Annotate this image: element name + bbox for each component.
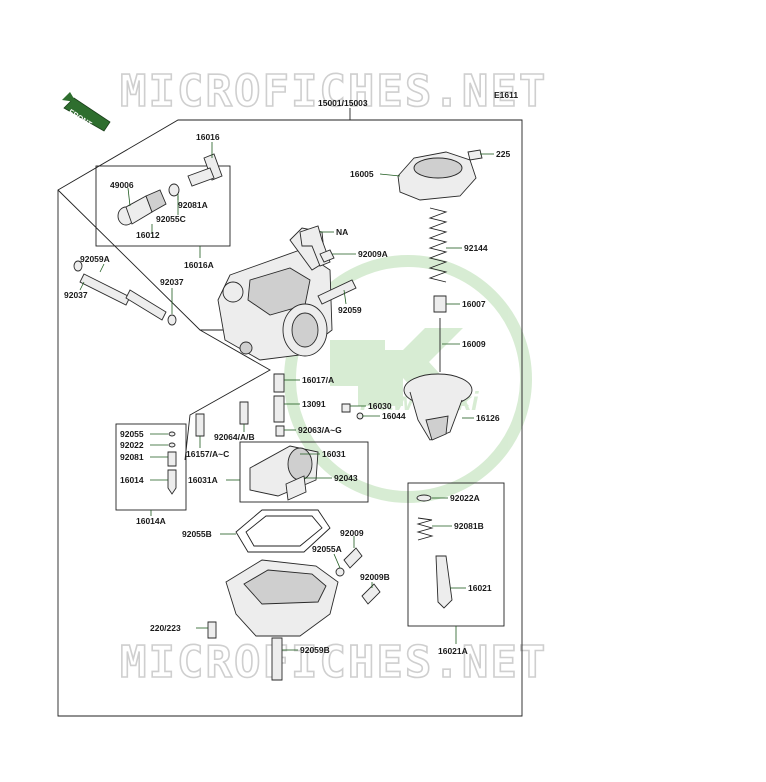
label-92055C: 92055C <box>156 214 186 224</box>
label-220-223: 220/223 <box>150 623 181 633</box>
watermark-top: MICROFICHES.NET <box>120 66 547 117</box>
part-16005-cover <box>397 151 477 201</box>
part-16030 <box>341 403 351 413</box>
label-16126: 16126 <box>476 413 500 423</box>
part-16007-holder <box>433 295 447 313</box>
part-92059-tube <box>317 279 357 305</box>
label-16017A: 16017/A <box>302 375 334 385</box>
label-225: 225 <box>496 149 510 159</box>
part-16017A <box>273 373 285 393</box>
label-92009B: 92009B <box>360 572 390 582</box>
label-92144: 92144 <box>464 243 488 253</box>
label-15001-15003: 15001/15003 <box>318 98 368 108</box>
part-16021-valve <box>435 555 453 609</box>
label-92081B: 92081B <box>454 521 484 531</box>
part-16157 <box>195 413 205 437</box>
part-92055B-gasket-inner <box>245 515 323 547</box>
part-92064 <box>239 401 249 425</box>
label-16016: 16016 <box>196 132 220 142</box>
label-16030: 16030 <box>368 401 392 411</box>
part-49006 <box>117 189 167 226</box>
label-92043: 92043 <box>334 473 358 483</box>
label-92063: 92063/A~G <box>298 425 342 435</box>
part-16016 <box>187 153 223 187</box>
part-92059A-tube <box>73 260 177 326</box>
part-92144-spring <box>428 207 448 283</box>
label-92059A: 92059A <box>80 254 110 264</box>
part-oring-92055C <box>168 183 180 197</box>
part-220-screw <box>207 621 217 639</box>
label-92037-mid: 92037 <box>160 277 184 287</box>
carburetor-body <box>217 227 333 361</box>
box-16031A <box>239 441 369 503</box>
part-16014A-pilot-screw <box>167 431 177 495</box>
label-92064: 92064/A/B <box>214 432 255 442</box>
label-92022A: 92022A <box>450 493 480 503</box>
label-16021: 16021 <box>468 583 492 593</box>
label-16014: 16014 <box>120 475 144 485</box>
label-13091: 13091 <box>302 399 326 409</box>
part-float-bowl <box>225 559 339 637</box>
label-92081A-top: 92081A <box>178 200 208 210</box>
label-16009: 16009 <box>462 339 486 349</box>
assembly-frame <box>57 119 523 717</box>
part-92081B-spring <box>416 517 434 541</box>
label-16007: 16007 <box>462 299 486 309</box>
label-16031: 16031 <box>322 449 346 459</box>
label-16016A: 16016A <box>184 260 214 270</box>
watermark-bottom: MICROFICHES.NET <box>120 637 547 688</box>
label-92037-left: 92037 <box>64 290 88 300</box>
label-92022: 92022 <box>120 440 144 450</box>
part-92063 <box>275 425 285 437</box>
box-16016A <box>95 165 231 247</box>
part-92059B-tube <box>271 637 283 681</box>
part-92009-screw <box>343 547 363 569</box>
label-16031A: 16031A <box>188 475 218 485</box>
leader-lines <box>79 142 494 651</box>
label-92009: 92009 <box>340 528 364 538</box>
label-16044: 16044 <box>382 411 406 421</box>
part-16126-diaphragm <box>403 373 473 441</box>
box-16021A <box>407 482 505 627</box>
part-92022A-washer <box>416 494 432 502</box>
label-92055A: 92055A <box>312 544 342 554</box>
part-16031-fitting <box>249 445 319 501</box>
part-labels: 16016 49006 92081A 92055C 16012 16016A 9… <box>64 132 510 656</box>
label-16005: 16005 <box>350 169 374 179</box>
part-225-screw <box>467 149 483 161</box>
label-49006: 49006 <box>110 180 134 190</box>
label-92081: 92081 <box>120 452 144 462</box>
front-arrow-icon: FRONT <box>62 92 111 132</box>
part-92055B-gasket <box>235 509 331 553</box>
label-92059B: 92059B <box>300 645 330 655</box>
diagram-code: E1611 <box>494 90 518 100</box>
label-16021A: 16021A <box>438 646 468 656</box>
label-16012: 16012 <box>136 230 160 240</box>
part-92009B-screw <box>361 583 381 605</box>
label-NA: NA <box>336 227 348 237</box>
part-92055A-oring <box>335 567 345 577</box>
part-13091 <box>273 395 285 423</box>
label-92055B: 92055B <box>182 529 212 539</box>
label-92059: 92059 <box>338 305 362 315</box>
label-16157: 16157/A~C <box>186 449 229 459</box>
label-16014A: 16014A <box>136 516 166 526</box>
part-92009A-screw <box>319 249 335 263</box>
label-92009A: 92009A <box>358 249 388 259</box>
label-92055: 92055 <box>120 429 144 439</box>
